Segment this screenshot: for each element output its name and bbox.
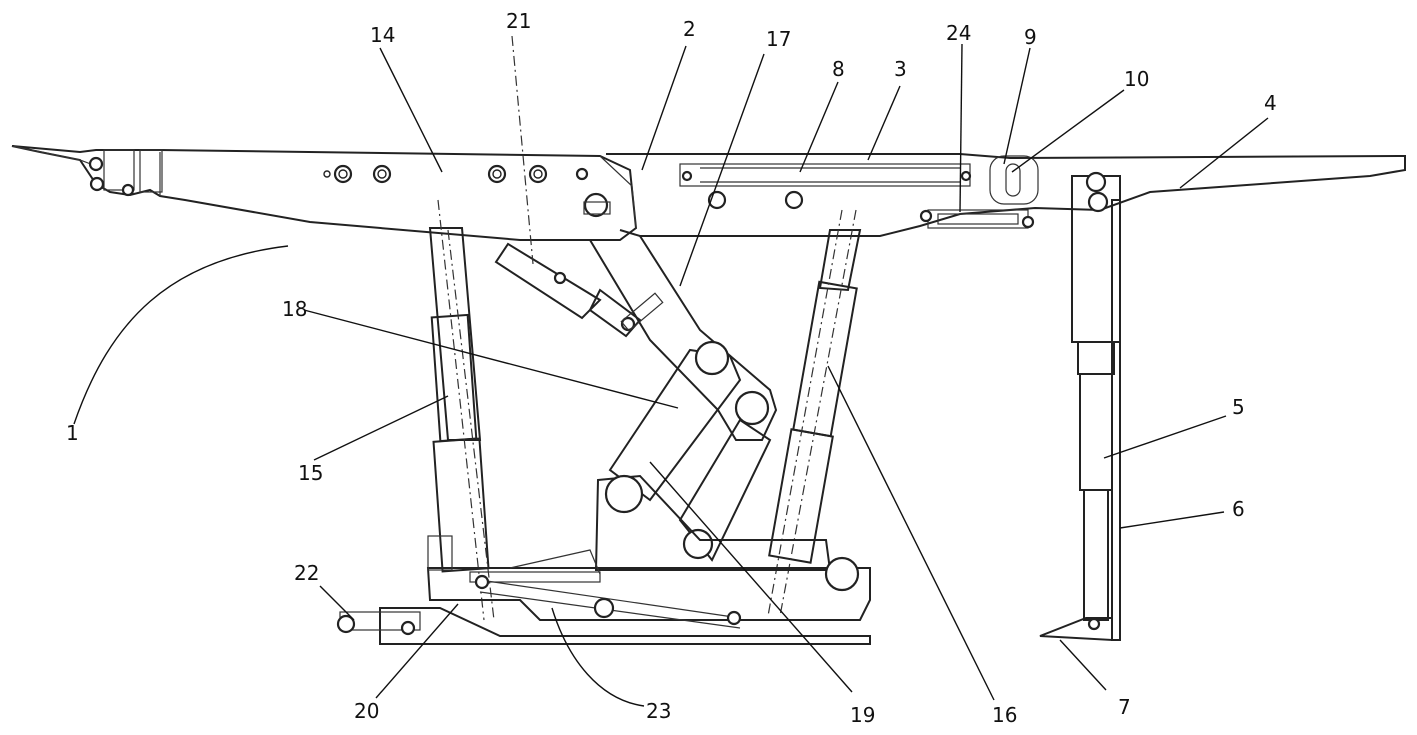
four-bar-linkage <box>496 236 830 570</box>
label-23: 23 <box>646 699 671 723</box>
label-21: 21 <box>506 9 531 33</box>
label-15: 15 <box>298 461 323 485</box>
label-7: 7 <box>1118 695 1131 719</box>
label-18: 18 <box>282 297 307 321</box>
front-canopy-beam <box>12 146 636 240</box>
leader-lines <box>74 36 1268 706</box>
label-14: 14 <box>370 23 395 47</box>
label-1: 1 <box>66 421 79 445</box>
label-16: 16 <box>992 703 1017 727</box>
label-2: 2 <box>683 17 696 41</box>
front-leg <box>430 200 494 620</box>
rear-leg-pair <box>768 210 860 616</box>
label-6: 6 <box>1232 497 1245 521</box>
label-8: 8 <box>832 57 845 81</box>
label-5: 5 <box>1232 395 1245 419</box>
label-4: 4 <box>1264 91 1277 115</box>
label-24: 24 <box>946 21 971 45</box>
label-20: 20 <box>354 699 379 723</box>
front-beam-holes <box>324 166 610 216</box>
label-19: 19 <box>850 703 875 727</box>
label-9: 9 <box>1024 25 1037 49</box>
label-17: 17 <box>766 27 791 51</box>
base-frame <box>338 536 870 644</box>
label-22: 22 <box>294 561 319 585</box>
label-10: 10 <box>1124 67 1149 91</box>
rear-leg-assembly <box>1040 173 1120 640</box>
label-3: 3 <box>894 57 907 81</box>
